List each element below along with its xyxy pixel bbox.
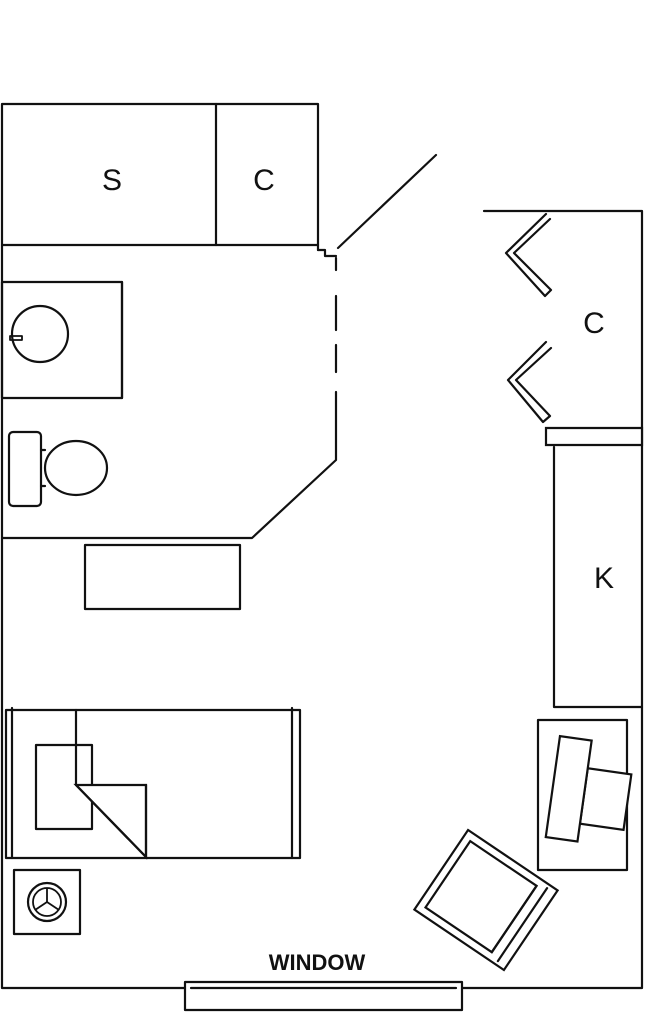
label-shower: S: [102, 164, 122, 197]
armchair-arm-1: [490, 884, 538, 954]
lamp-spoke-3: [46, 901, 60, 911]
lamp-spoke-2: [34, 901, 48, 911]
kitchenette: [552, 445, 644, 709]
dresser: [83, 543, 242, 611]
label-closet-right: C: [583, 307, 605, 340]
blanket-outline: [74, 783, 148, 859]
chair-seat: [578, 767, 633, 832]
armchair-arm-2: [496, 887, 549, 963]
right-closet: [504, 212, 644, 447]
sink-faucet: [9, 335, 23, 341]
kitchen-counter: [552, 445, 644, 709]
bathroom: [0, 102, 438, 540]
chair-back: [544, 734, 593, 843]
bifold-lower-a: [506, 340, 553, 424]
desk-chair: [544, 734, 633, 843]
entry-door-leaf: [336, 153, 438, 250]
partition-wall: [0, 390, 338, 540]
desk-area: [536, 718, 633, 872]
bed: [4, 706, 302, 860]
wall-left-top: [0, 102, 320, 990]
nightstand: [12, 868, 82, 936]
armchair: [412, 828, 560, 972]
wall-right: [460, 209, 644, 990]
bifold-upper-a: [504, 212, 553, 298]
bed-frame: [4, 708, 302, 860]
label-window: WINDOW: [269, 950, 366, 975]
nightstand-top: [12, 868, 82, 936]
toilet-bowl: [43, 439, 109, 497]
sink-basin: [10, 304, 70, 364]
door-jamb: [316, 248, 338, 258]
closet-shelf: [544, 426, 644, 447]
lamp-icon: [26, 881, 68, 923]
toilet-tank: [7, 430, 43, 508]
outer-walls: [0, 102, 644, 990]
label-kitchen: K: [594, 562, 614, 595]
label-closet-top: C: [253, 164, 275, 197]
window: [183, 980, 464, 1012]
window-sill: [183, 980, 464, 1012]
